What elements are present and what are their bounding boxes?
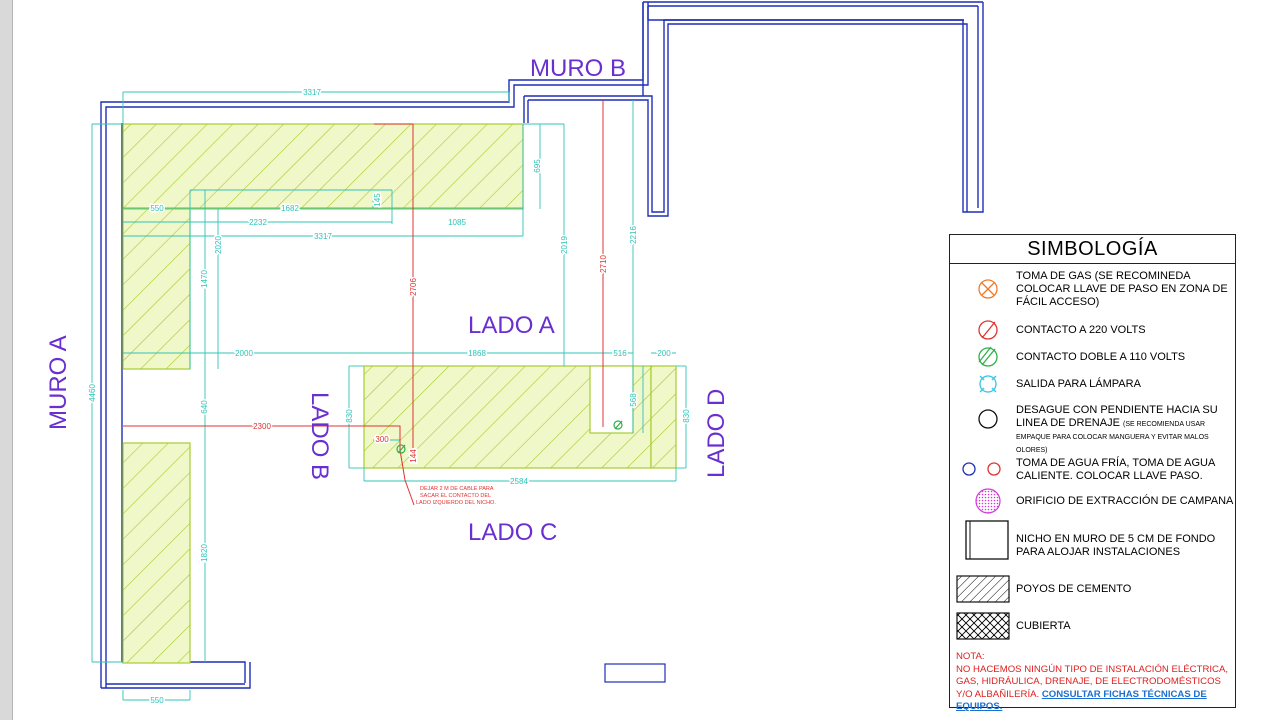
legend-text-cubierta: CUBIERTA (1016, 620, 1071, 632)
label-lado-a: LADO A (468, 312, 555, 339)
dim-3317-top: 3317 (303, 88, 321, 97)
crosshatch-icon (956, 612, 1010, 640)
dim-568: 568 (629, 393, 638, 407)
dim-550-top: 550 (150, 204, 164, 213)
dim-1470: 1470 (200, 270, 209, 288)
dim-2000: 2000 (235, 349, 253, 358)
dim-1085: 1085 (448, 218, 466, 227)
dim-640: 640 (200, 400, 209, 414)
drain-icon (978, 409, 998, 429)
legend-item-water: TOMA DE AGUA FRÍA, TOMA DE AGUA CALIENTE… (950, 455, 1235, 485)
countertop-right-end (650, 365, 677, 469)
cable-note-line1: DEJAR 2 M DE CABLE PARA (420, 486, 494, 492)
dim-550-bottom: 550 (150, 696, 164, 705)
legend-text-drain: DESAGUE CON PENDIENTE HACIA SU LINEA DE … (1016, 404, 1234, 456)
countertop-left-upper (122, 208, 191, 370)
note-text: NO HACEMOS NINGÚN TIPO DE INSTALACIÓN EL… (956, 663, 1229, 700)
outlet-110-icon (978, 346, 998, 367)
electrical-lines (123, 100, 604, 506)
countertops (122, 123, 677, 664)
outlet-110-icon (613, 420, 623, 430)
legend-item-drain: DESAGUE CON PENDIENTE HACIA SU LINEA DE … (950, 401, 1235, 454)
legend-text-poyos: POYOS DE CEMENTO (1016, 583, 1132, 595)
dim-145: 145 (373, 193, 382, 207)
note-title: NOTA: (956, 651, 985, 662)
dim-144: 144 (409, 449, 418, 463)
dim-2706: 2706 (409, 278, 418, 296)
legend-text-lamp: SALIDA PARA LÁMPARA (1016, 378, 1141, 390)
dim-2710: 2710 (599, 255, 608, 273)
dim-830-left: 830 (345, 409, 354, 423)
niche-icon (965, 520, 1009, 560)
dim-4460: 4460 (88, 384, 97, 402)
dim-516: 516 (613, 349, 627, 358)
hood-icon (975, 488, 1001, 514)
water-icon (962, 462, 1001, 476)
page-left-margin (0, 0, 12, 720)
legend-item-cubierta: CUBIERTA (950, 611, 1235, 641)
label-muro-a: MURO A (45, 335, 72, 430)
cable-note-line2: SACAR EL CONTACTO DEL (420, 493, 491, 499)
legend-text-drain-main: DESAGUE CON PENDIENTE HACIA SU LINEA DE … (1016, 404, 1218, 429)
dim-2216: 2216 (629, 226, 638, 244)
legend-item-lamp: SALIDA PARA LÁMPARA (950, 373, 1235, 395)
legend-text-220: CONTACTO A 220 VOLTS (1016, 324, 1146, 336)
legend-item-110: CONTACTO DOBLE A 110 VOLTS (950, 346, 1235, 368)
note-link[interactable]: CONSULTAR FICHAS TÉCNICAS DE EQUIPOS. (956, 688, 1207, 713)
dim-830-right: 830 (682, 409, 691, 423)
dim-695: 695 (533, 159, 542, 173)
dim-200: 200 (657, 349, 671, 358)
gas-icon (978, 279, 998, 299)
legend-item-220: CONTACTO A 220 VOLTS (950, 319, 1235, 341)
dim-2232: 2232 (249, 218, 267, 227)
dim-1820: 1820 (200, 544, 209, 562)
dim-2300: 2300 (253, 422, 271, 431)
legend-title: SIMBOLOGÍA (950, 235, 1235, 264)
page-left-margin-line (12, 0, 13, 720)
legend-text-hood: ORIFICIO DE EXTRACCIÓN DE CAMPANA (1016, 495, 1234, 507)
dim-300: 300 (375, 435, 389, 444)
outlet-110-icon (396, 444, 406, 454)
dim-1682: 1682 (281, 204, 299, 213)
legend-text-water: TOMA DE AGUA FRÍA, TOMA DE AGUA CALIENTE… (1016, 457, 1215, 482)
label-muro-b: MURO B (530, 55, 626, 82)
dim-1868: 1868 (468, 349, 486, 358)
outlet-220-icon (978, 320, 998, 340)
dim-3317-mid: 3317 (314, 232, 332, 241)
niche-rectangle (604, 663, 666, 683)
label-lado-c: LADO C (468, 519, 557, 546)
legend-item-poyos: POYOS DE CEMENTO (950, 575, 1235, 603)
legend-item-gas: TOMA DE GAS (SE RECOMINEDA COLOCAR LLAVE… (950, 267, 1235, 313)
legend-text-gas: TOMA DE GAS (SE RECOMINEDA COLOCAR LLAVE… (1016, 270, 1228, 308)
legend-text-110: CONTACTO DOBLE A 110 VOLTS (1016, 351, 1186, 363)
legend-item-hood: ORIFICIO DE EXTRACCIÓN DE CAMPANA (950, 487, 1235, 515)
legend-text-drain-small: (SE RECOMIENDA USAR EMPAQUE PARA COLOCAR… (1016, 421, 1209, 454)
dim-2019: 2019 (560, 236, 569, 254)
label-lado-b: LADO B (306, 392, 333, 480)
cable-note-line3: LADO IZQUIERDO DEL NICHO. (416, 500, 496, 506)
dim-2584: 2584 (510, 477, 528, 486)
dim-2020: 2020 (214, 236, 223, 254)
countertop-left-lower (122, 442, 191, 664)
countertop-top (122, 123, 524, 210)
legend-panel: SIMBOLOGÍA TOMA DE GAS (SE RECOMINEDA CO… (949, 234, 1236, 712)
label-lado-d: LADO D (703, 389, 730, 478)
hatch-icon (956, 575, 1010, 603)
legend-text-niche: NICHO EN MURO DE 5 CM DE FONDO PARA ALOJ… (1016, 533, 1216, 558)
legend-note: NOTA: NO HACEMOS NINGÚN TIPO DE INSTALAC… (956, 651, 1234, 714)
wall-outline (100, 1, 984, 689)
lamp-icon (979, 375, 997, 393)
outlet-symbols (396, 420, 623, 454)
legend-item-niche: NICHO EN MURO DE 5 CM DE FONDO PARA ALOJ… (950, 519, 1235, 563)
